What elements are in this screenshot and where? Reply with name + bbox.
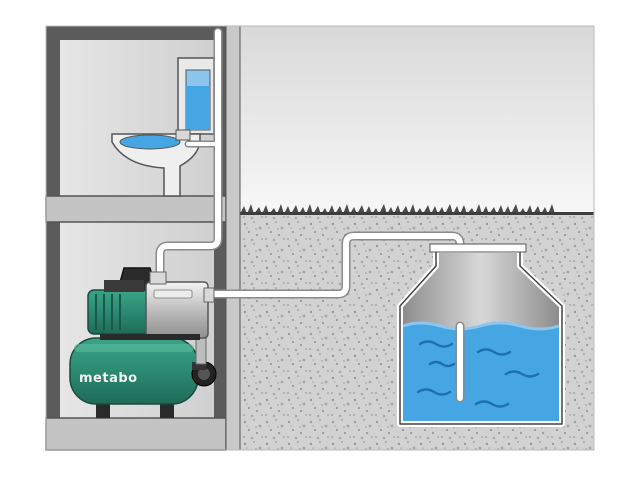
grass-line	[240, 204, 555, 214]
brand-label: metabo	[79, 371, 138, 386]
toilet-icon	[111, 129, 201, 197]
garden-pump-icon	[87, 267, 215, 340]
rain-tank-icon	[397, 243, 565, 427]
sky-area	[240, 26, 594, 212]
cistern-icon	[177, 57, 215, 135]
exterior-wall	[225, 25, 241, 451]
water-pipes	[155, 27, 465, 403]
floor-slab	[45, 195, 227, 223]
pressure-tank-icon: metabo	[69, 329, 217, 418]
foundation	[45, 417, 227, 451]
stored-rainwater	[403, 323, 559, 421]
